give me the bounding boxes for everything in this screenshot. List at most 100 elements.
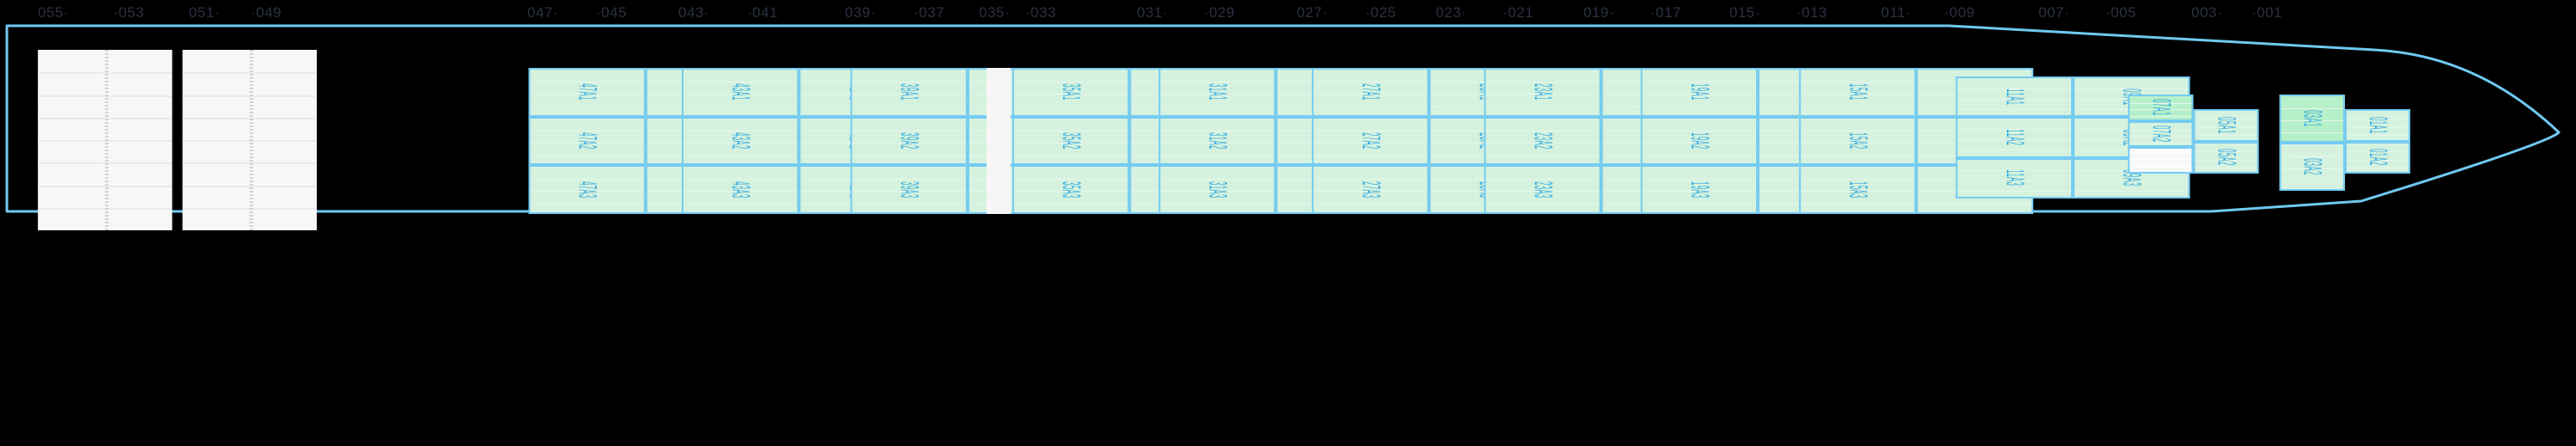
bay-number-label: ·025 — [1364, 4, 1397, 21]
container-cell-07A2[interactable]: 07A2 — [2128, 120, 2194, 148]
cell-rowline — [1801, 179, 1915, 180]
cell-rowline — [683, 179, 798, 180]
cell-rowline — [1957, 190, 2072, 192]
cell-rowline — [2129, 103, 2192, 104]
cell-rowline — [2129, 135, 2192, 137]
cell-rowline — [1957, 99, 2072, 100]
container-cell-23A3[interactable]: 23A3 — [1484, 165, 1601, 214]
cell-rowline — [1801, 94, 1915, 95]
container-cell-05A2[interactable]: 05A2 — [2193, 141, 2259, 174]
bay-number-label: ·033 — [1024, 4, 1057, 21]
container-cell-01A2[interactable]: 01A2 — [2344, 141, 2411, 174]
stern-block-centerline — [105, 50, 109, 230]
container-cell-35A3[interactable]: 35A3 — [1012, 165, 1130, 214]
container-cell-11A3[interactable]: 11A3 — [1955, 157, 2074, 199]
cell-rowline — [1485, 142, 1600, 144]
container-cell-23A2[interactable]: 23A2 — [1484, 116, 1601, 166]
cell-rowline — [530, 204, 644, 205]
container-cell-07A1[interactable]: 07A1 — [2128, 95, 2194, 121]
bay-number-label: 023· — [1435, 4, 1467, 21]
cell-rowline — [852, 204, 966, 205]
cell-label: 47A1 — [572, 83, 602, 101]
container-cell-39A2[interactable]: 39A2 — [850, 116, 968, 166]
stern-block-right[interactable] — [182, 50, 317, 230]
cell-rowline — [2346, 135, 2409, 136]
cell-rowline — [530, 94, 644, 95]
cell-label: 15A2 — [1843, 132, 1873, 150]
container-cell-31A1[interactable]: 31A1 — [1158, 68, 1276, 117]
bay-number-label: ·001 — [2251, 4, 2283, 21]
container-cell-19A1[interactable]: 19A1 — [1640, 68, 1759, 117]
container-cell-31A3[interactable]: 31A3 — [1158, 165, 1276, 214]
container-cell-47A2[interactable]: 47A2 — [528, 116, 646, 166]
container-cell-39A1[interactable]: 39A1 — [850, 68, 968, 117]
container-cell-47A1[interactable]: 47A1 — [528, 68, 646, 117]
cell-rowline — [852, 94, 966, 95]
container-cell-43A3[interactable]: 43A3 — [681, 165, 799, 214]
cell-rowline — [2281, 132, 2343, 133]
cell-rowline — [1485, 94, 1600, 95]
container-cell-15A3[interactable]: 15A3 — [1799, 165, 1917, 214]
cell-rowline — [852, 142, 966, 144]
container-cell-23A1[interactable]: 23A1 — [1484, 68, 1601, 117]
bay-number-label: 031· — [1136, 4, 1169, 21]
container-cell-03A2[interactable]: 03A2 — [2279, 143, 2345, 191]
container-cell-11A1[interactable]: 11A1 — [1955, 76, 2074, 118]
container-cell-43A1[interactable]: 43A1 — [681, 68, 799, 117]
cell-label: 39A1 — [894, 83, 924, 101]
cell-rowline — [2075, 190, 2189, 192]
cell-label: 23A3 — [1528, 180, 1558, 199]
container-cell-27A2[interactable]: 27A2 — [1311, 116, 1430, 166]
container-cell-27A3[interactable]: 27A3 — [1311, 165, 1430, 214]
bay-number-label: 043· — [677, 4, 710, 21]
container-cell-15A1[interactable]: 15A1 — [1799, 68, 1917, 117]
container-cell-43A2[interactable]: 43A2 — [681, 116, 799, 166]
container-cell-11A2[interactable]: 11A2 — [1955, 117, 2074, 158]
cell-rowline — [1801, 142, 1915, 144]
cell-label: 15A1 — [1843, 83, 1873, 101]
container-cell-19A2[interactable]: 19A2 — [1640, 116, 1759, 166]
container-cell-05A1[interactable]: 05A1 — [2193, 109, 2259, 142]
cell-rowline — [2281, 168, 2343, 169]
cell-rowline — [1642, 204, 1757, 205]
hatch-cover-gap — [986, 68, 1011, 214]
cell-rowline — [1642, 179, 1757, 180]
cell-rowline — [2346, 150, 2409, 152]
bay-number-label: 051· — [188, 4, 221, 21]
cell-rowline — [852, 179, 966, 180]
cell-rowline — [1957, 129, 2072, 131]
container-cell-01A1[interactable]: 01A1 — [2344, 109, 2411, 142]
cell-label: 23A1 — [1528, 83, 1558, 101]
cell-label: 27A2 — [1355, 132, 1386, 150]
cell-rowline — [683, 94, 798, 95]
stern-block-left[interactable] — [38, 50, 173, 230]
bay-number-label: 035· — [978, 4, 1011, 21]
container-cell-27A1[interactable]: 27A1 — [1311, 68, 1430, 117]
container-cell-19A3[interactable]: 19A3 — [1640, 165, 1759, 214]
cell-label: 27A1 — [1355, 83, 1386, 101]
bay-number-label: 047· — [526, 4, 559, 21]
container-cell-35A1[interactable]: 35A1 — [1012, 68, 1130, 117]
cell-rowline — [1313, 179, 1428, 180]
bay-number-label: ·017 — [1649, 4, 1682, 21]
cell-rowline — [1642, 142, 1757, 144]
container-cell-03A1[interactable]: 03A1 — [2279, 95, 2345, 143]
cell-label: 03A2 — [2297, 158, 2327, 175]
container-cell-31A2[interactable]: 31A2 — [1158, 116, 1276, 166]
cell-label: 07A1 — [2146, 99, 2176, 117]
cell-label: 35A3 — [1056, 180, 1086, 199]
cell-rowline — [1957, 180, 2072, 181]
cell-rowline — [1160, 204, 1274, 205]
cell-rowline — [1957, 139, 2072, 141]
container-cell-35A2[interactable]: 35A2 — [1012, 116, 1130, 166]
cell-label: 35A1 — [1056, 83, 1086, 101]
cell-rowline — [2281, 108, 2343, 109]
container-cell-15A2[interactable]: 15A2 — [1799, 116, 1917, 166]
container-cell-39A3[interactable]: 39A3 — [850, 165, 968, 214]
bay-number-label: 019· — [1583, 4, 1615, 21]
container-cell-47A3[interactable]: 47A3 — [528, 165, 646, 214]
bay-number-label: ·045 — [595, 4, 628, 21]
container-cell-bay-stack-07-empty[interactable] — [2128, 147, 2194, 174]
bay-number-label: ·041 — [746, 4, 779, 21]
